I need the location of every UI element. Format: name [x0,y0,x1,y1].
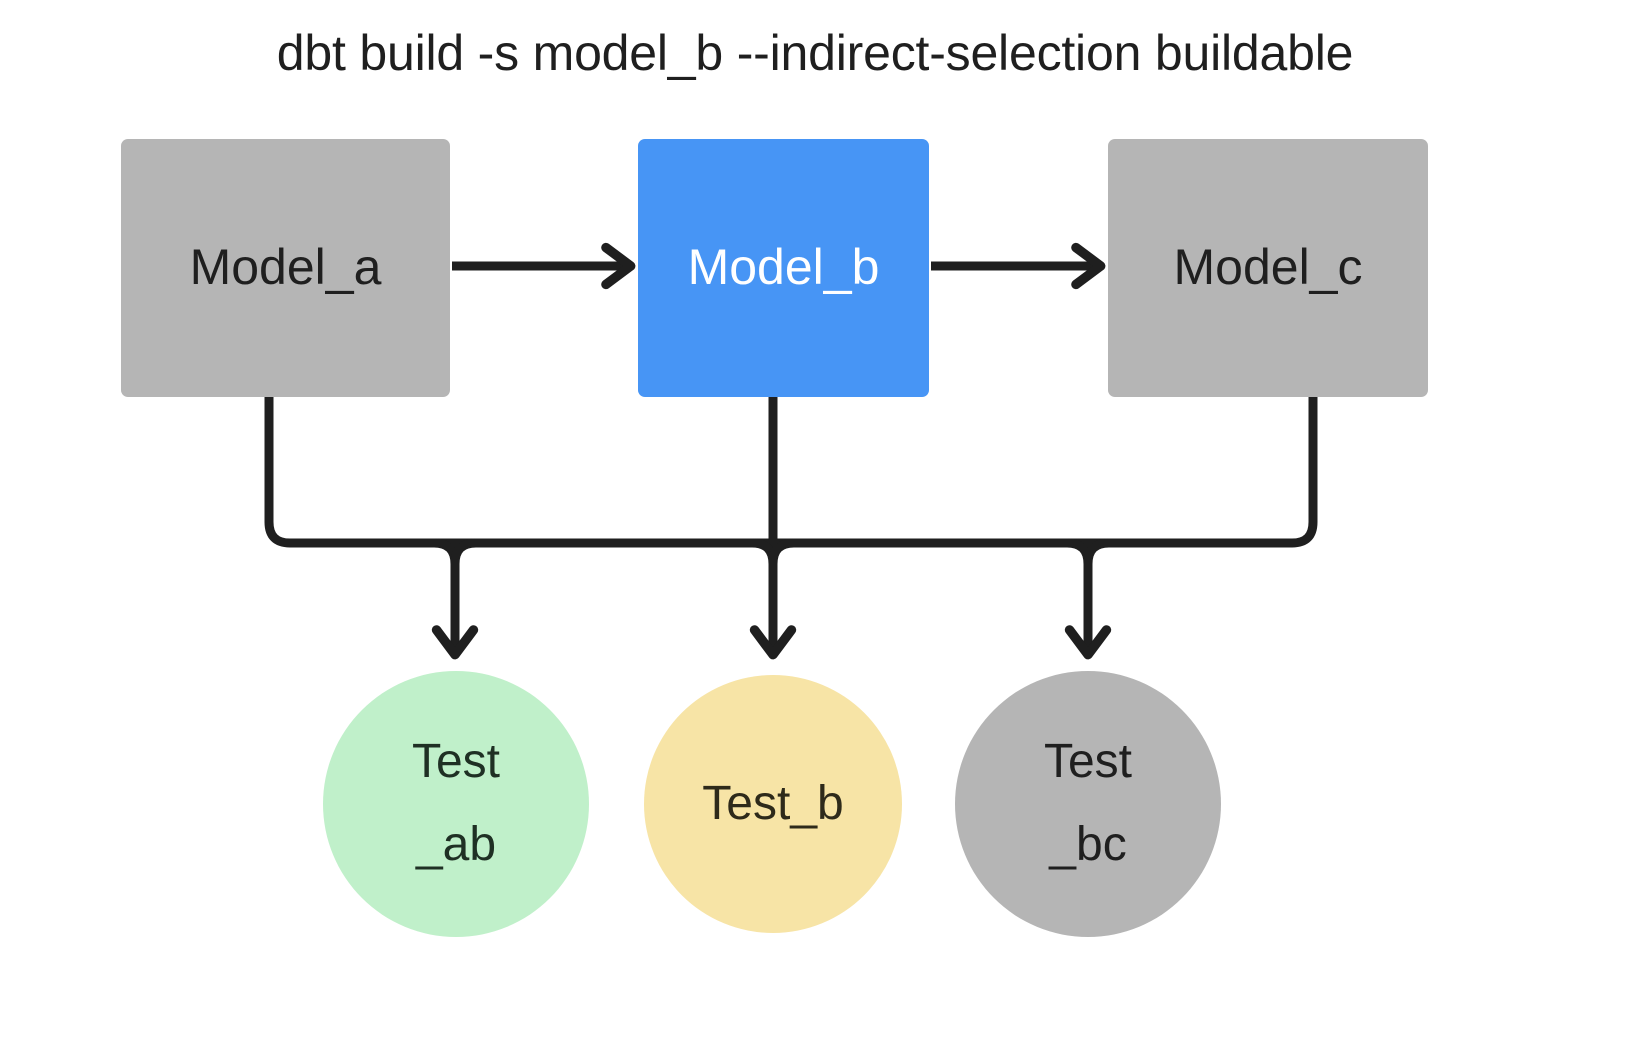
node-test-bc-label: Test _bc [1043,735,1133,871]
node-model-a-label: Model_a [189,238,382,295]
node-test-bc[interactable]: Test _bc [955,671,1221,937]
node-model-b-label: Model_b [687,238,880,295]
junction-fillet-b-right [768,538,795,565]
node-model-a[interactable]: Model_a [121,139,450,397]
node-model-c[interactable]: Model_c [1108,139,1428,397]
node-test-b-label: Test_b [702,776,844,830]
diagram-title: dbt build -s model_b --indirect-selectio… [276,25,1354,81]
node-model-c-label: Model_c [1173,238,1363,295]
junction-fillet-ab-right [450,538,477,565]
node-test-ab[interactable]: Test _ab [323,671,589,937]
node-test-b[interactable]: Test_b [644,675,902,933]
edge-model-c-elbow [1088,397,1318,548]
edge-model-a-elbow [264,397,455,548]
junction-fillet-bc-right [1083,538,1110,565]
node-model-b[interactable]: Model_b [638,139,929,397]
node-test-ab-label: Test _ab [411,735,501,871]
